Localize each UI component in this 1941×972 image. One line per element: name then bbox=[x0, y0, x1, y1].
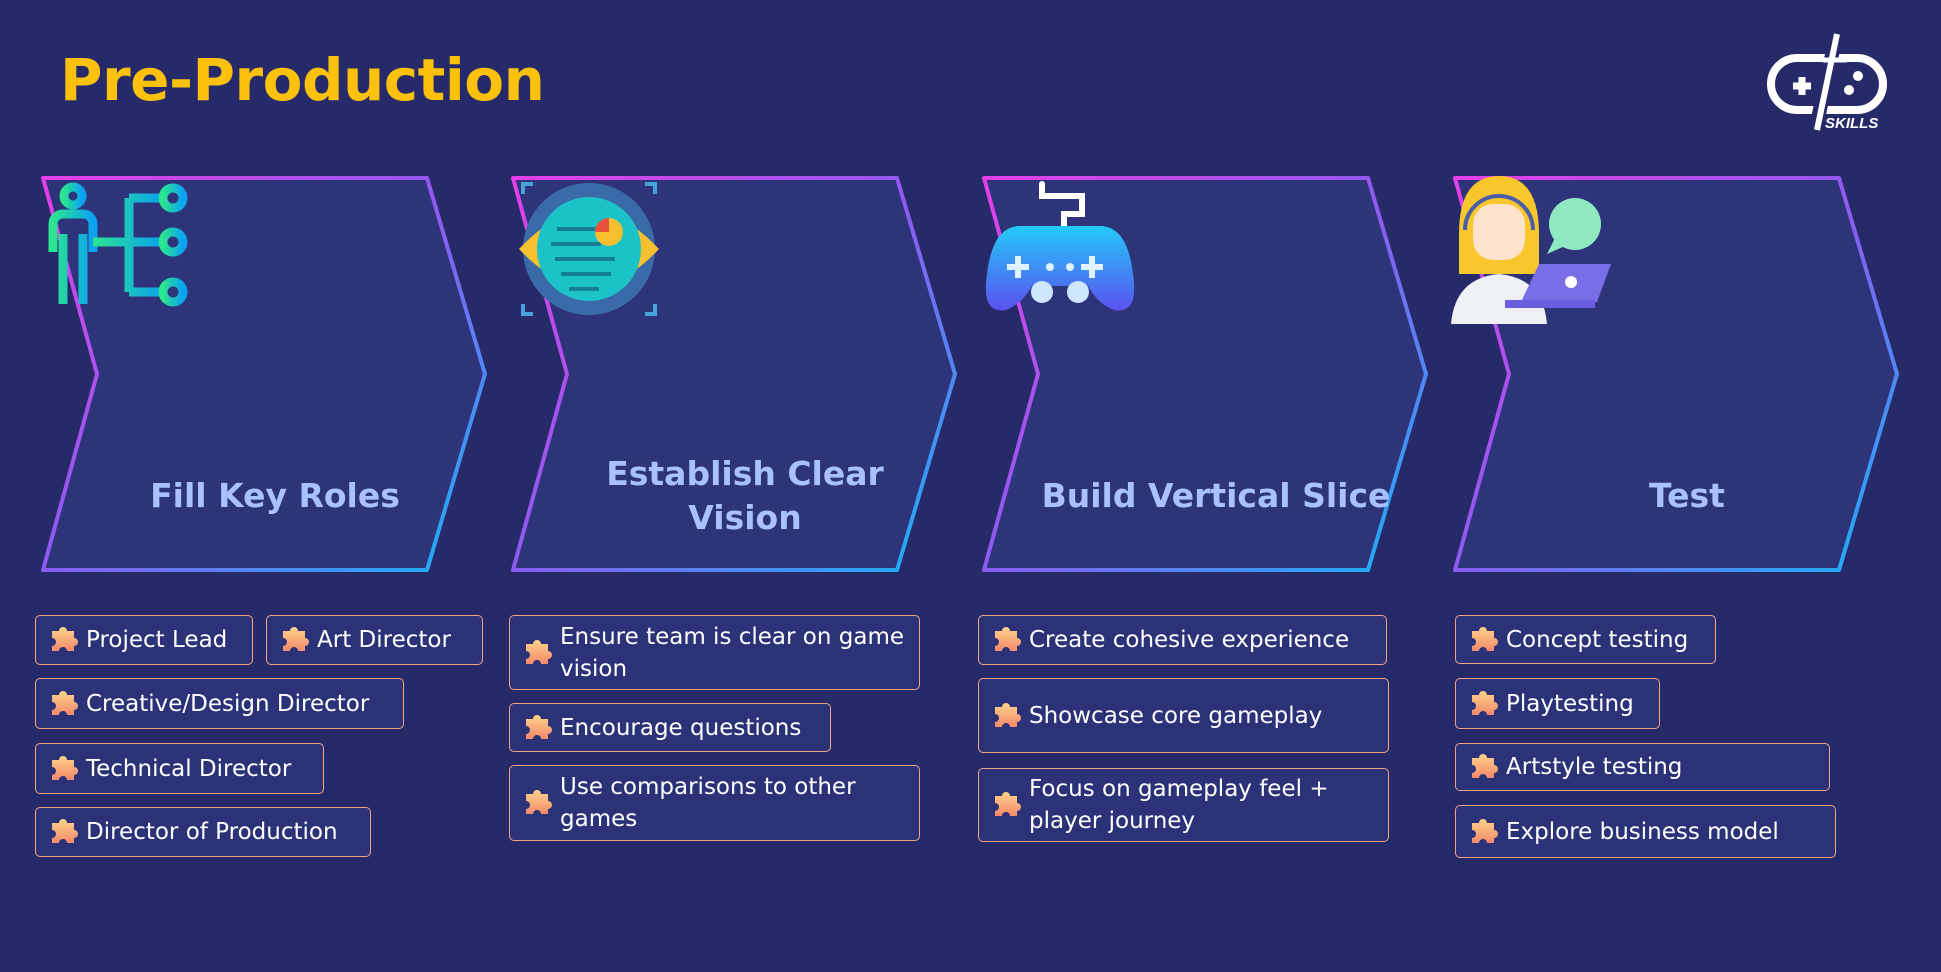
vision-item: Use comparisons to other games bbox=[509, 765, 920, 841]
stage-establish-clear-vision: Establish Clear Vision bbox=[509, 174, 961, 574]
puzzle-piece-icon bbox=[995, 627, 1021, 651]
item-text: Encourage questions bbox=[560, 714, 802, 741]
role-item: Director of Production bbox=[35, 807, 371, 857]
puzzle-piece-icon bbox=[1472, 690, 1498, 715]
item-text: Creative/Design Director bbox=[86, 690, 370, 717]
item-text: Concept testing bbox=[1506, 626, 1689, 653]
tester-headset-icon bbox=[1451, 176, 1611, 324]
gd-skills-logo: SKILLS bbox=[1767, 30, 1887, 134]
stage-label: Fill Key Roles bbox=[150, 476, 400, 515]
puzzle-piece-icon bbox=[1472, 754, 1498, 778]
item-text: Showcase core gameplay bbox=[1029, 702, 1323, 729]
stage-label: Test bbox=[1649, 476, 1725, 515]
vision-item: Ensure team is clear on game vision bbox=[509, 615, 920, 690]
puzzle-piece-icon bbox=[52, 690, 78, 715]
chevron-shape bbox=[41, 176, 487, 572]
puzzle-piece-icon bbox=[52, 627, 78, 651]
role-item: Art Director bbox=[266, 615, 483, 665]
role-item: Creative/Design Director bbox=[35, 678, 404, 729]
stage-label: Establish Clear Vision bbox=[606, 454, 884, 537]
gamepad-icon bbox=[985, 181, 1135, 311]
item-text: Artstyle testing bbox=[1506, 754, 1683, 780]
puzzle-piece-icon bbox=[52, 819, 78, 843]
item-text: Explore business model bbox=[1506, 818, 1779, 845]
item-text: Use comparisons to other games bbox=[560, 774, 856, 832]
puzzle-piece-icon bbox=[52, 755, 78, 780]
puzzle-piece-icon bbox=[995, 792, 1021, 816]
slice-item: Focus on gameplay feel + player journey bbox=[978, 768, 1389, 842]
role-item: Project Lead bbox=[35, 615, 253, 665]
eye-vision-icon bbox=[519, 182, 659, 316]
slice-item: Showcase core gameplay bbox=[978, 678, 1389, 753]
test-item: Playtesting bbox=[1455, 678, 1660, 729]
stage-label: Build Vertical Slice bbox=[1041, 476, 1391, 515]
puzzle-piece-icon bbox=[526, 639, 552, 664]
vision-item: Encourage questions bbox=[509, 703, 831, 752]
puzzle-piece-icon bbox=[526, 790, 552, 814]
test-item: Explore business model bbox=[1455, 805, 1836, 858]
puzzle-piece-icon bbox=[1472, 626, 1498, 651]
role-item: Technical Director bbox=[35, 743, 324, 794]
item-text: Technical Director bbox=[86, 755, 292, 782]
svg-text:SKILLS: SKILLS bbox=[1825, 115, 1878, 132]
stage-build-vertical-slice: Build Vertical Slice bbox=[980, 174, 1432, 574]
page-title: Pre-Production bbox=[60, 46, 545, 114]
slice-item: Create cohesive experience bbox=[978, 615, 1387, 665]
item-text: Art Director bbox=[317, 627, 451, 653]
item-text: Create cohesive experience bbox=[1029, 627, 1350, 653]
item-text: Ensure team is clear on game vision bbox=[560, 623, 905, 682]
stage-test: Test bbox=[1451, 174, 1903, 574]
item-text: Project Lead bbox=[86, 627, 228, 653]
item-text: Focus on gameplay feel + player journey bbox=[1029, 776, 1329, 834]
stage-fill-key-roles: Fill Key Roles bbox=[39, 174, 491, 574]
org-chart-person-icon bbox=[48, 182, 188, 307]
item-text: Playtesting bbox=[1506, 690, 1634, 717]
puzzle-piece-icon bbox=[1472, 818, 1498, 843]
item-text: Director of Production bbox=[86, 819, 338, 845]
puzzle-piece-icon bbox=[526, 714, 552, 739]
puzzle-piece-icon bbox=[995, 702, 1021, 727]
test-item: Concept testing bbox=[1455, 615, 1716, 664]
puzzle-piece-icon bbox=[283, 627, 309, 651]
test-item: Artstyle testing bbox=[1455, 743, 1830, 791]
